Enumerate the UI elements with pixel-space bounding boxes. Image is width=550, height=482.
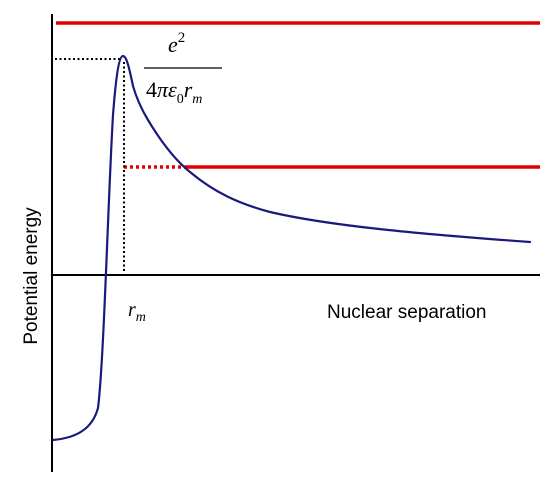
formula-denominator: 4πε0rm [146, 77, 202, 107]
peak-energy-formula: e2 4πε0rm [144, 30, 222, 107]
x-axis-label: Nuclear separation [327, 302, 486, 323]
potential-energy-curve [51, 54, 532, 442]
y-axis-label: Potential energy [21, 207, 42, 345]
rm-label: rm [128, 299, 146, 325]
formula-numerator: e2 [168, 30, 185, 57]
